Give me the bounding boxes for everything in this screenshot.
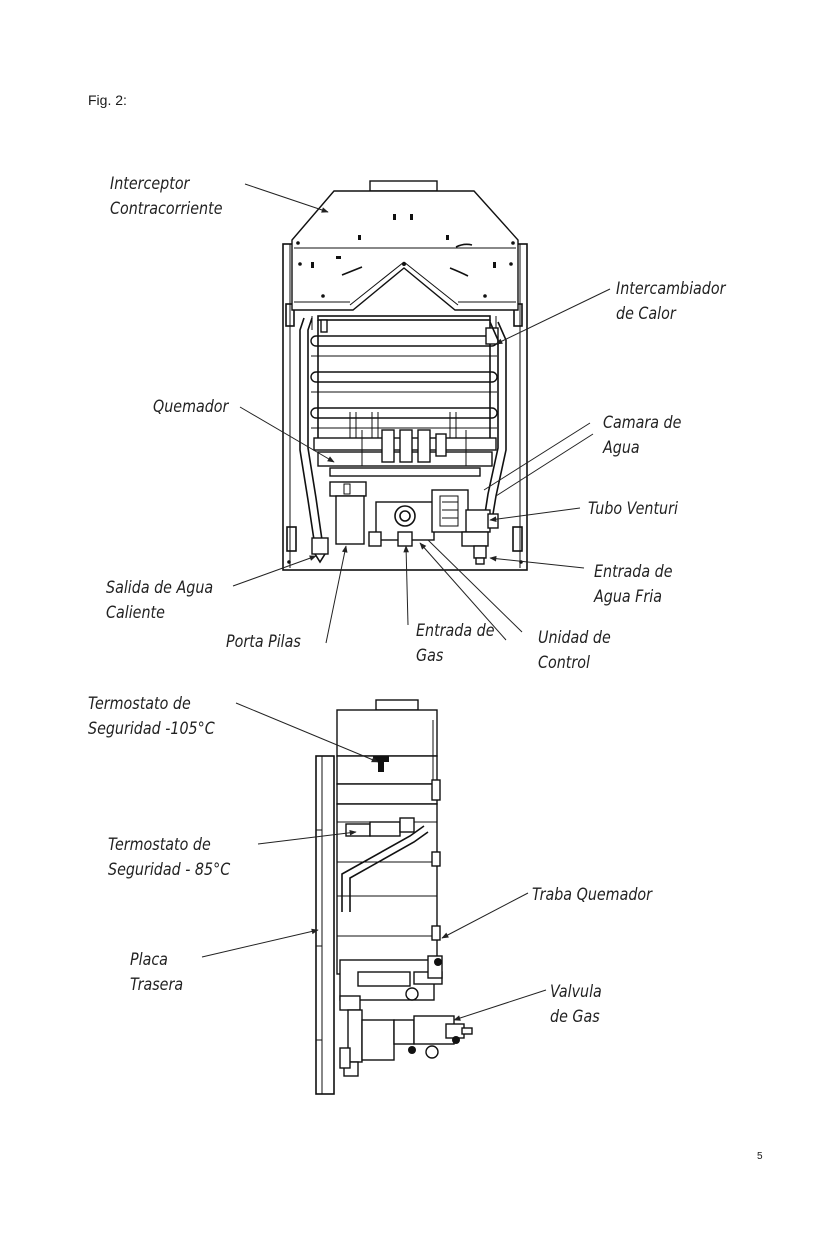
battery-holder [329, 481, 367, 545]
label-unidad-control: Unidad de Control [538, 628, 611, 673]
label-interceptor: Interceptor Contracorriente [110, 174, 223, 219]
label-traba-quemador: Traba Quemador [532, 885, 653, 905]
hot-water-outlet [311, 537, 329, 555]
draft-hood [291, 180, 519, 311]
label-intercambiador: Intercambiador de Calor [616, 279, 726, 324]
burner [313, 412, 497, 477]
label-porta-pilas: Porta Pilas [226, 632, 301, 652]
label-quemador: Quemador [153, 397, 229, 417]
side-view-drawing [315, 699, 473, 1095]
label-camara-de-agua: Camara de Agua [603, 413, 682, 458]
label-valvula-gas: Valvula de Gas [550, 982, 602, 1027]
label-entrada-gas: Entrada de Gas [416, 621, 495, 666]
front-view-drawing [282, 180, 528, 571]
label-salida-agua-caliente: Salida de Agua Caliente [106, 578, 214, 623]
label-entrada-agua-fria: Entrada de Agua Fria [594, 562, 673, 607]
page-number: 5 [757, 1151, 763, 1162]
back-plate [315, 755, 335, 1095]
heat-exchanger [310, 315, 499, 440]
label-termostato-105: Termostato de Seguridad -105°C [88, 694, 215, 739]
label-tubo-venturi: Tubo Venturi [588, 499, 678, 519]
leader-lines [201, 183, 611, 1021]
label-termostato-85: Termostato de Seguridad - 85°C [108, 835, 231, 880]
control-unit [368, 489, 499, 565]
hot-water-pipe [299, 317, 315, 541]
figure-label: Fig. 2: [88, 92, 127, 108]
label-placa-trasera: Placa Trasera [130, 950, 184, 995]
